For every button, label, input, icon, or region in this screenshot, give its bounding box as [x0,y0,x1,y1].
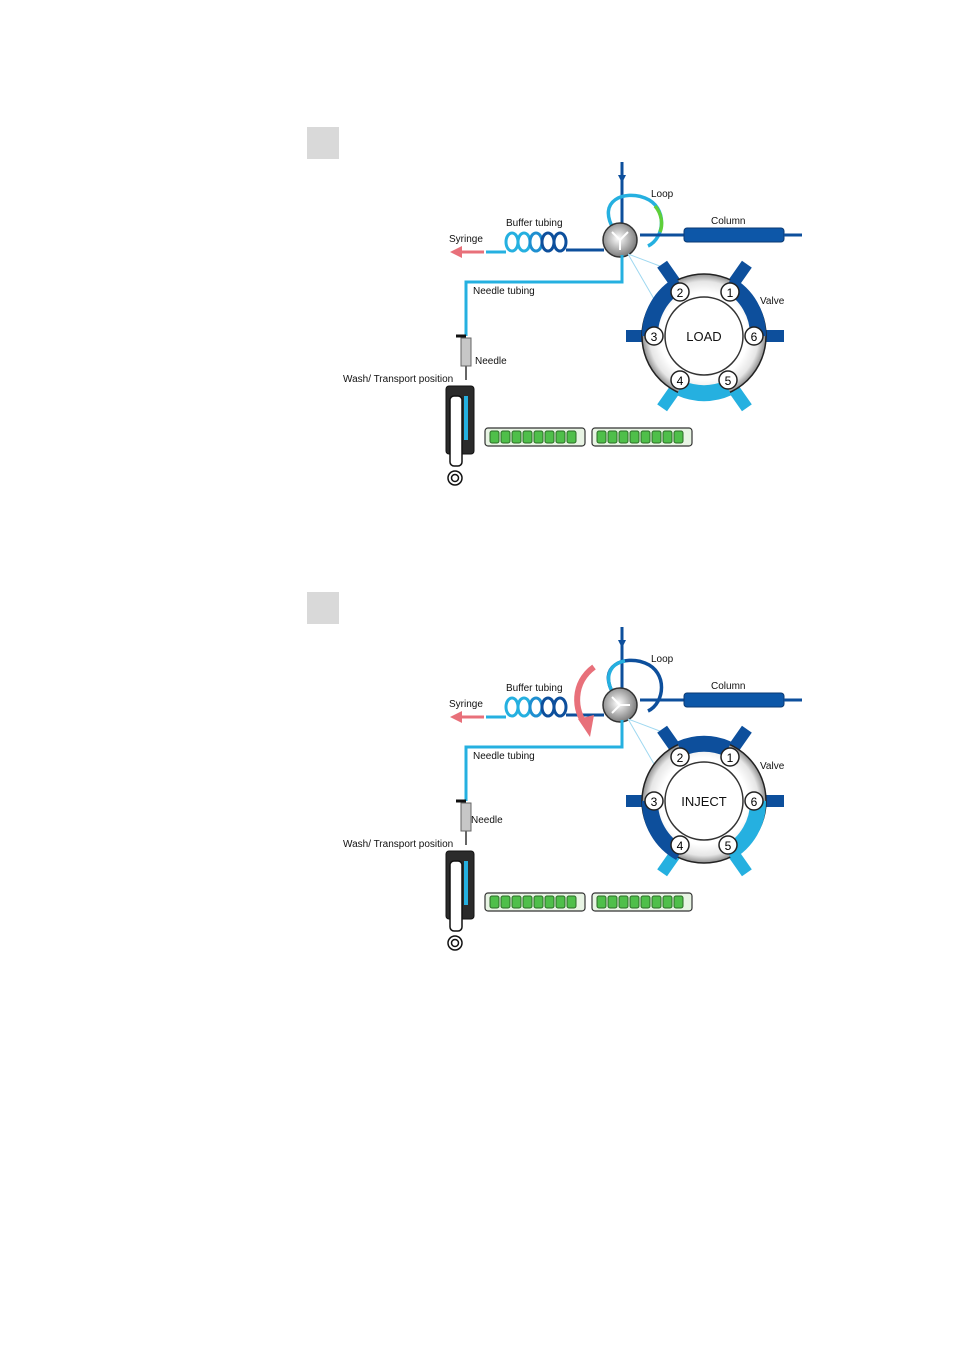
syringe-label: Syringe [449,234,483,245]
valve-detail: INJECT 2 1 3 6 4 5 [626,726,784,877]
port-5: 5 [725,374,732,388]
buffer-tubing-coil [506,233,566,251]
port-4: 4 [677,374,684,388]
buffer-tubing-label: Buffer tubing [506,218,563,229]
port-2: 2 [677,286,684,300]
loop-label: Loop [651,189,674,200]
valve-mode-label: LOAD [686,329,721,344]
valve-diagram-inject: Loop Column Buffer tubing Syringe Needle… [0,592,954,972]
sample-tray [485,893,692,911]
port-6: 6 [751,795,758,809]
needle [461,338,471,366]
syringe-label: Syringe [449,699,483,710]
buffer-tubing-label: Buffer tubing [506,683,563,694]
wash-position-label: Wash/ Transport position [343,839,453,850]
port-1: 1 [727,286,734,300]
flow-arrow-icon [618,640,626,648]
port-2: 2 [677,751,684,765]
valve-detail: LOAD 2 1 3 6 4 5 [626,261,784,412]
column-label: Column [711,681,745,692]
valve-label: Valve [760,296,785,307]
valve-diagram-load: Loop Column Buffer tubing Syringe Needle… [0,127,954,507]
valve-label: Valve [760,761,785,772]
loop-label: Loop [651,654,674,665]
port-4: 4 [677,839,684,853]
syringe-arrow-icon [450,246,462,258]
needle-label: Needle [475,356,507,367]
port-3: 3 [651,795,658,809]
port-1: 1 [727,751,734,765]
wash-position-label: Wash/ Transport position [343,374,453,385]
buffer-tubing-coil [506,698,566,716]
needle [461,803,471,831]
port-5: 5 [725,839,732,853]
syringe-arrow-icon [450,711,462,723]
needle-tubing-label: Needle tubing [473,286,535,297]
needle-label: Needle [471,815,503,826]
column [684,228,784,242]
sample-tray [485,428,692,446]
column-label: Column [711,216,745,227]
column [684,693,784,707]
valve-mode-label: INJECT [681,794,727,809]
flow-arrow-icon [618,175,626,183]
port-6: 6 [751,330,758,344]
port-3: 3 [651,330,658,344]
needle-tubing-label: Needle tubing [473,751,535,762]
